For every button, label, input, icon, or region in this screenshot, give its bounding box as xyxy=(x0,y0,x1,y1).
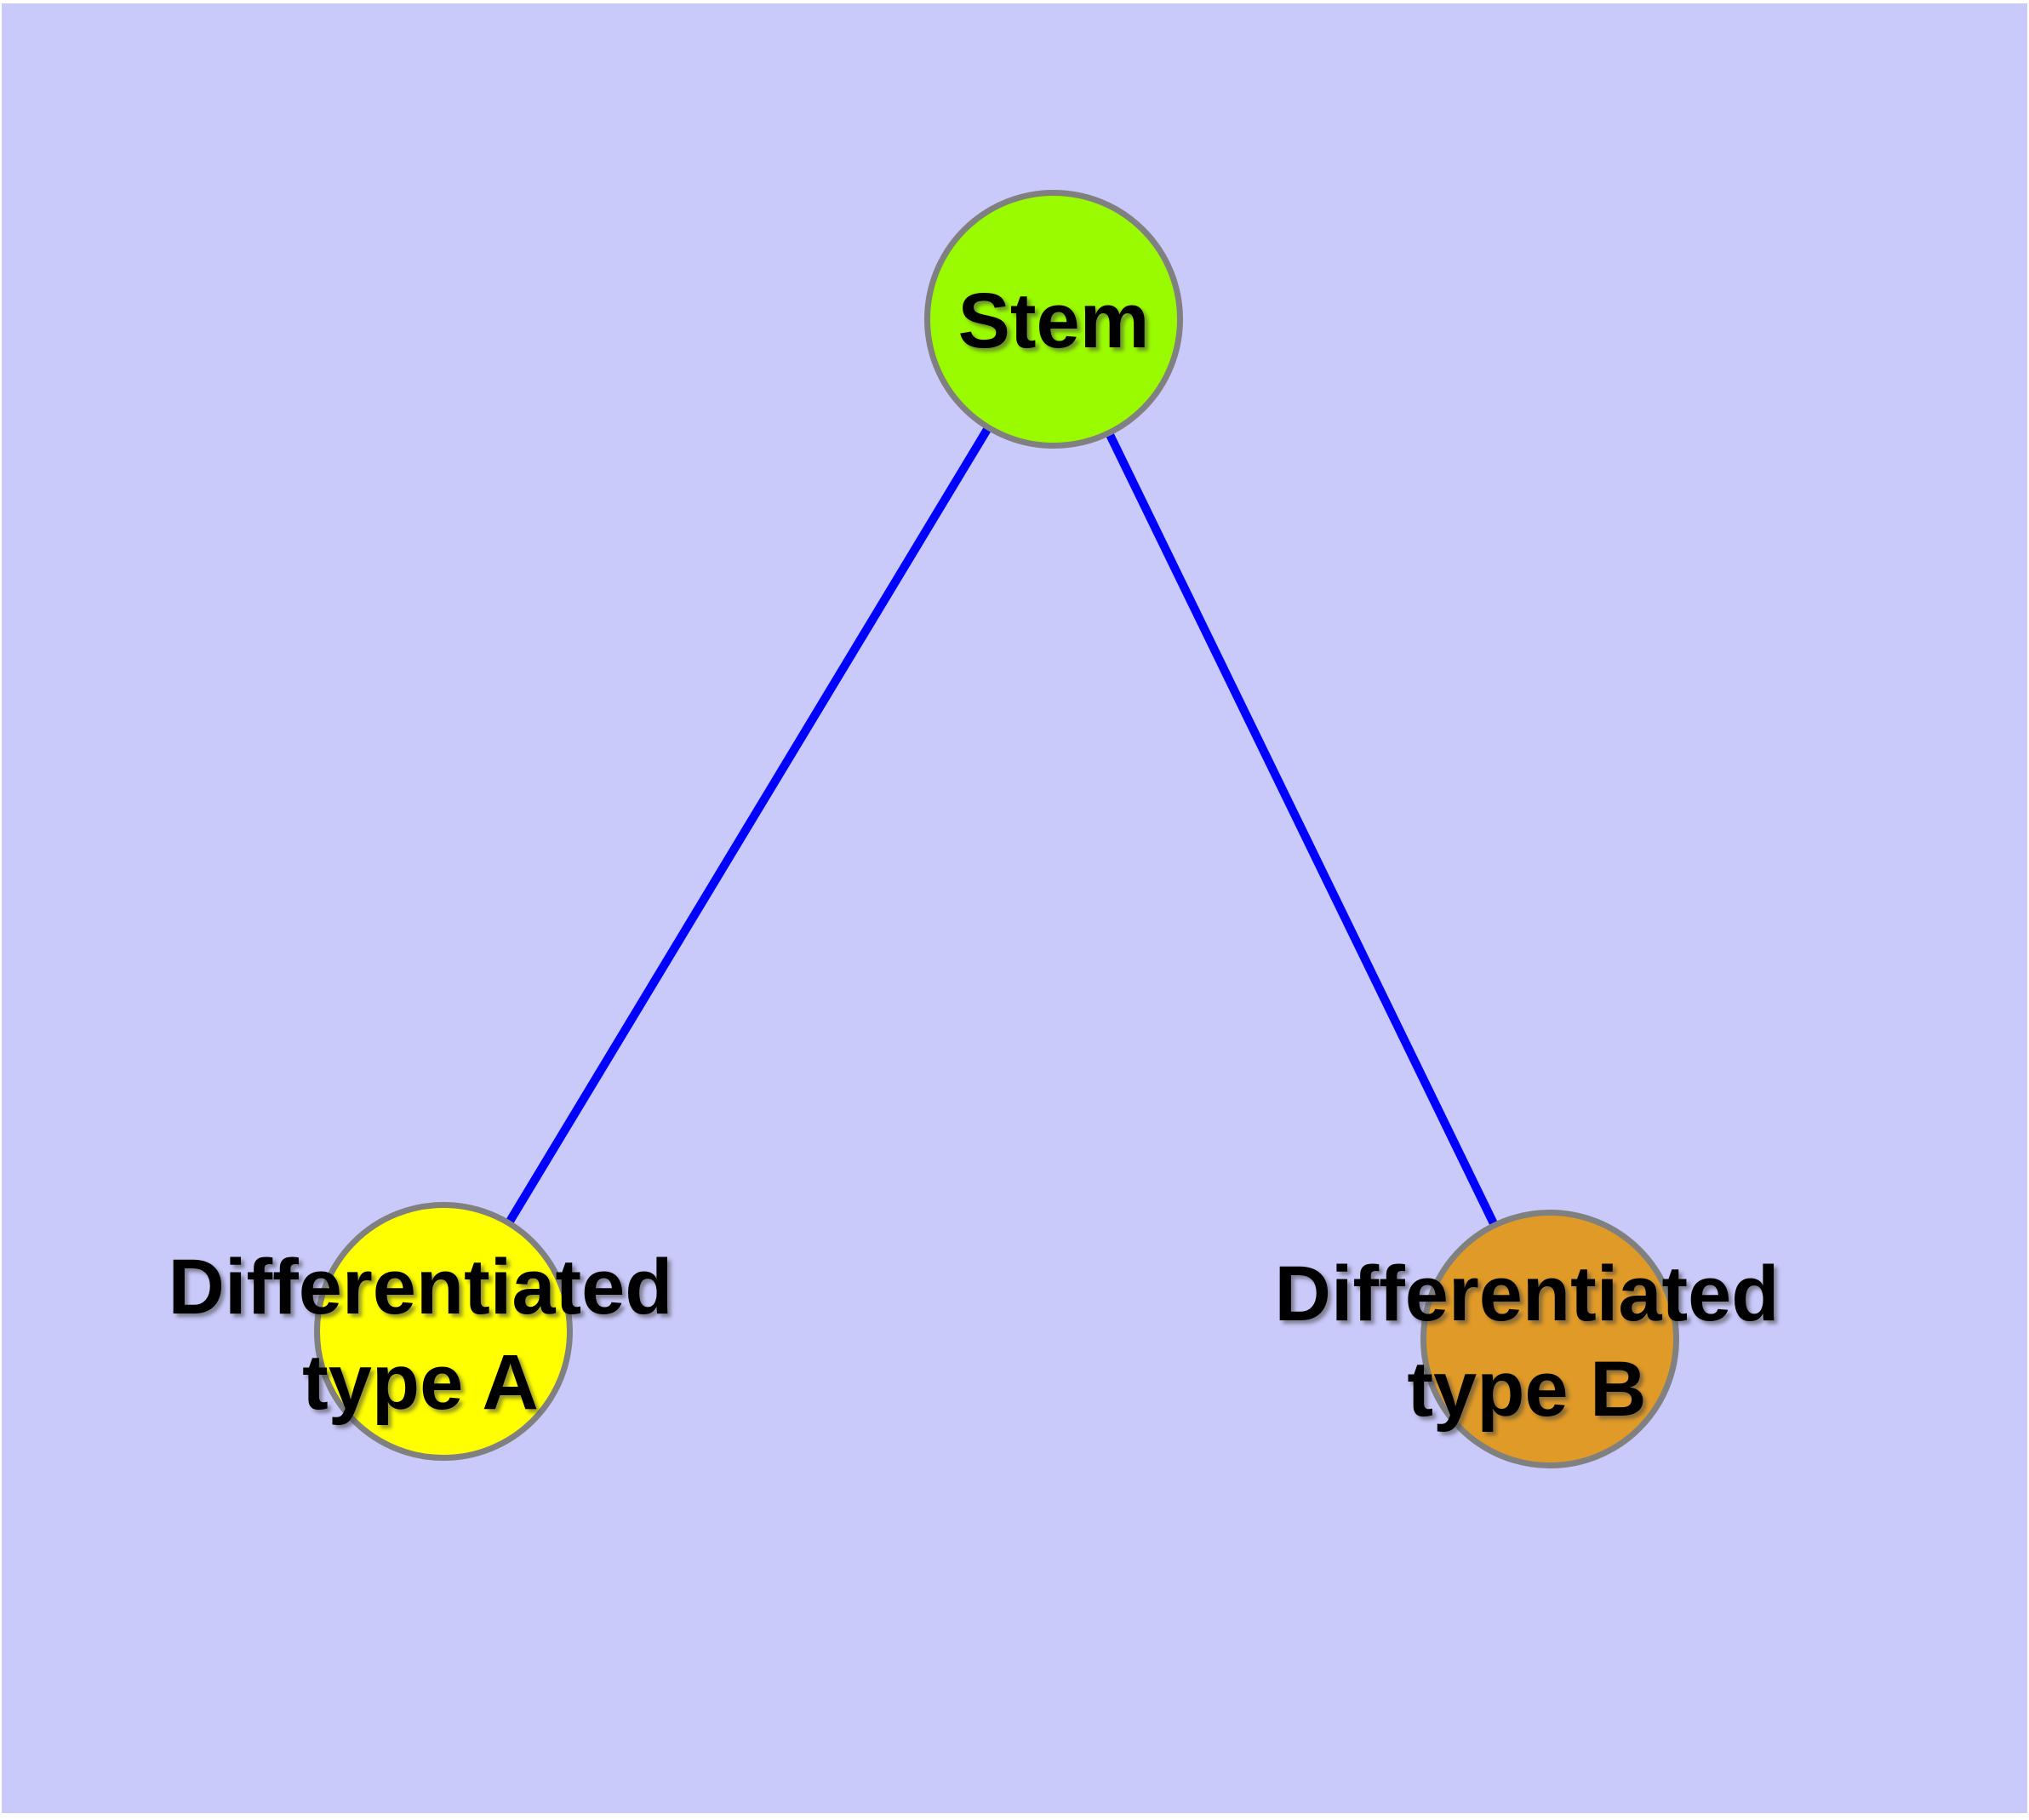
node-differentiated-type-a xyxy=(314,1202,573,1461)
node-stem xyxy=(924,190,1183,449)
edge-stem-to-differentiated-type-b xyxy=(1049,317,1554,1342)
node-differentiated-type-b xyxy=(1420,1210,1679,1468)
edge-stem-to-differentiated-type-a xyxy=(439,317,1058,1334)
edges-layer xyxy=(439,317,1554,1342)
